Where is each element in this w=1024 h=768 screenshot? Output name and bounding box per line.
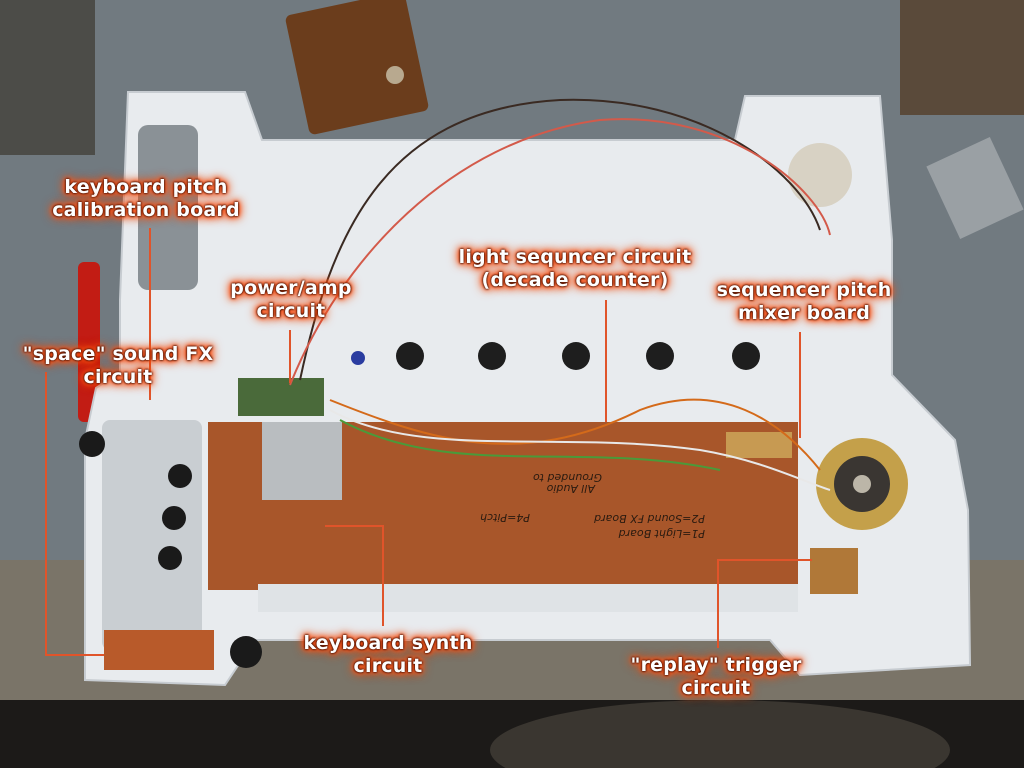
wooden-block-knob (386, 66, 404, 84)
casing-speaker-mount (788, 143, 852, 207)
svg-text:P4=Pitch: P4=Pitch (480, 511, 530, 524)
wooden-block (285, 0, 429, 135)
grey-box-left (0, 0, 95, 155)
replay-board (810, 548, 858, 594)
svg-text:Grounded to: Grounded to (533, 471, 602, 484)
pcb-ribbon-cable (262, 422, 342, 500)
speaker-center (853, 475, 871, 493)
red-handle-tool (78, 262, 100, 422)
chair-seat (490, 700, 950, 768)
label-light-sequencer-circuit: light sequncer circuit (decade counter) (458, 246, 692, 291)
potentiometer-knobs (351, 342, 760, 370)
casing-handle-cutout (138, 125, 198, 290)
side-knobs (79, 431, 262, 668)
mixer-board (726, 432, 792, 458)
svg-text:P2=Sound FX Board: P2=Sound FX Board (593, 512, 705, 525)
metal-plate (926, 136, 1024, 240)
svg-text:P1=Light Board: P1=Light Board (618, 527, 705, 540)
synth-subboard (104, 630, 214, 670)
pcb-handwriting: All Audio Grounded to P4=Pitch P2=Sound … (480, 471, 705, 540)
label-sequencer-pitch-mixer-board: sequencer pitch mixer board (716, 279, 892, 324)
leader-lines (45, 228, 812, 656)
label-power-amp-circuit: power/amp circuit (230, 277, 352, 322)
tools-top-right (900, 0, 1024, 115)
casing-left-window (102, 420, 202, 650)
small-board-top (238, 378, 324, 416)
keyboard-rail (258, 584, 798, 612)
label-keyboard-synth-circuit: keyboard synth circuit (303, 632, 473, 677)
wires (289, 98, 831, 491)
label-replay-trigger-circuit: "replay" trigger circuit (630, 654, 802, 699)
label-space-sound-fx-circuit: "space" sound FX circuit (22, 343, 214, 388)
svg-text:All Audio: All Audio (546, 482, 596, 495)
label-keyboard-pitch-calibration-board: keyboard pitch calibration board (52, 176, 240, 221)
